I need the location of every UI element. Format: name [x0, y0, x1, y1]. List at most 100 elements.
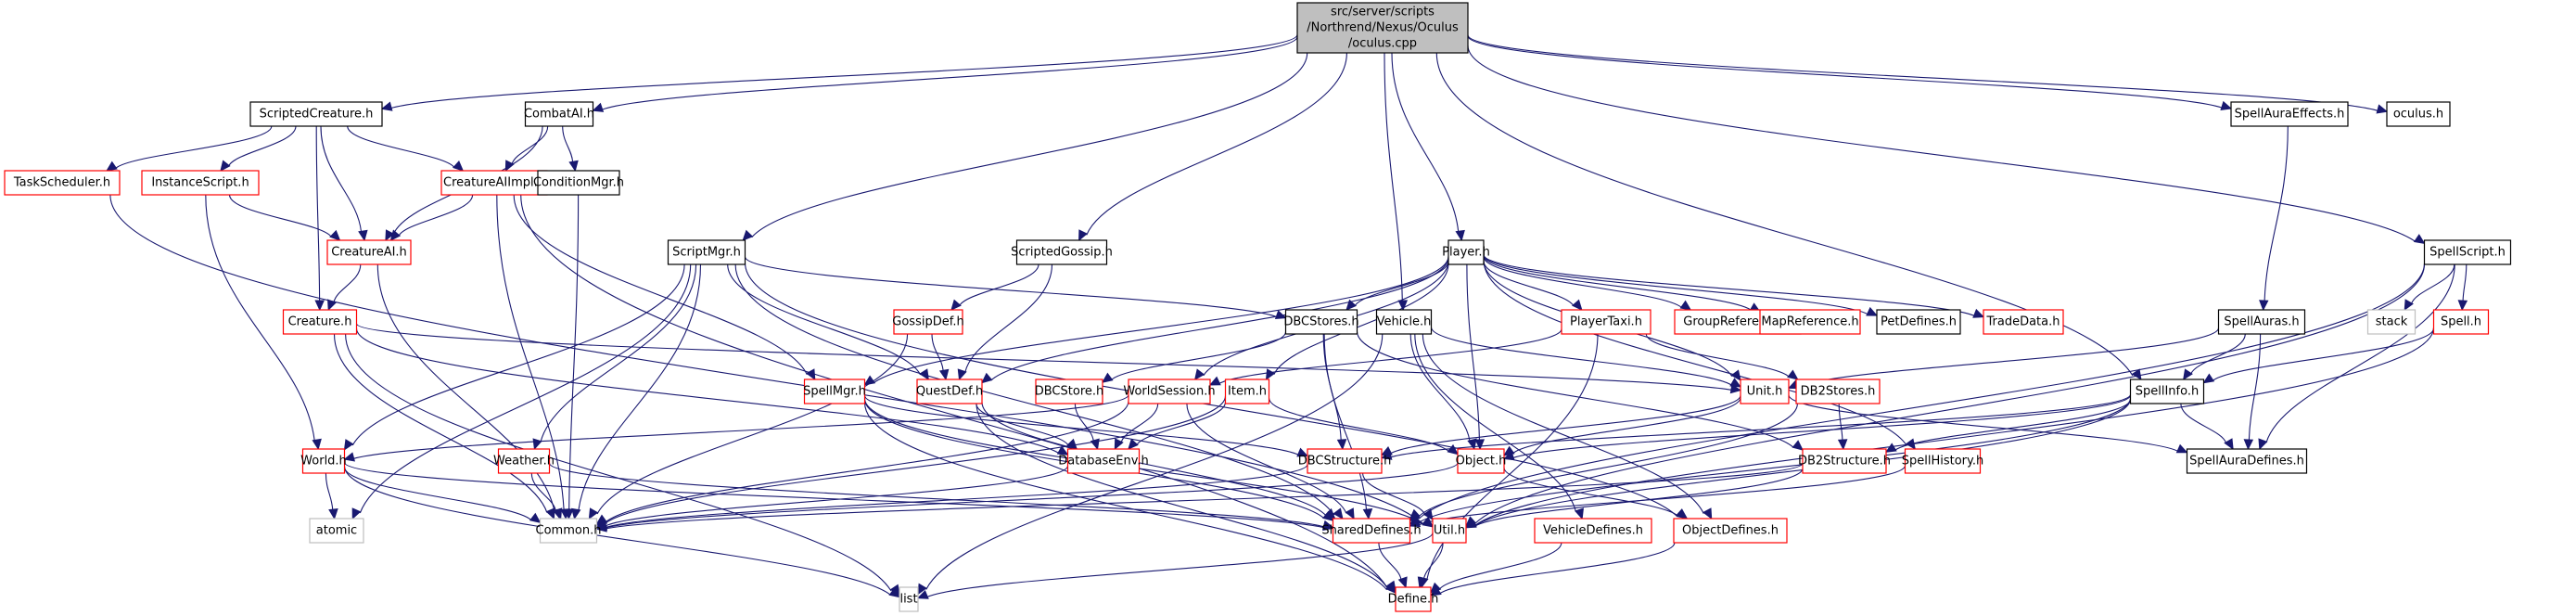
- edge-world-to-list: [343, 466, 900, 598]
- arrowhead-icon: [358, 229, 368, 242]
- node-creatureai-h[interactable]: CreatureAI.h: [326, 239, 412, 265]
- node-taskscheduler-h[interactable]: TaskScheduler.h: [4, 170, 121, 196]
- node-define-h[interactable]: Define.h: [1388, 586, 1439, 612]
- node-db2structure-h[interactable]: DB2Structure.h: [1798, 448, 1891, 474]
- edge-line: [873, 256, 1449, 384]
- edge-line: [1645, 333, 1790, 378]
- edge-line: [1390, 393, 2132, 458]
- node-src-server-scripts-northrend-nexus-oculus-oculus-cpp[interactable]: src/server/scripts/Northrend/Nexus/Oculu…: [1296, 2, 1469, 54]
- node-spellinfo-h[interactable]: SpellInfo.h: [2129, 379, 2205, 404]
- node-creatureaiimpl-h[interactable]: CreatureAIImpl.h: [440, 170, 548, 196]
- node-conditionmgr-h[interactable]: ConditionMgr.h: [533, 170, 624, 196]
- edge-scriptmgr-to-common: [571, 263, 702, 520]
- node-petdefines-h[interactable]: PetDefines.h: [1876, 309, 1961, 335]
- node-player-h[interactable]: Player.h: [1442, 239, 1490, 265]
- arrowhead-icon: [1729, 383, 1742, 394]
- arrowhead-icon: [1575, 507, 1584, 520]
- node-combatai-h[interactable]: CombatAI.h: [524, 101, 594, 127]
- node-db2stores-h[interactable]: DB2Stores.h: [1795, 379, 1881, 404]
- node-shareddefines-h[interactable]: SharedDefines.h: [1321, 518, 1422, 544]
- edge-line: [1483, 254, 1975, 316]
- edge-gossipdef-to-questdef: [931, 333, 950, 381]
- node-spellauras-h[interactable]: SpellAuras.h: [2217, 309, 2306, 335]
- node-stack[interactable]: stack: [2366, 309, 2417, 335]
- edge-oculus-cpp-to-spellscript: [1467, 45, 2426, 245]
- node-vehicledefines-h[interactable]: VehicleDefines.h: [1534, 518, 1652, 544]
- edge-conditionmgr-to-common: [564, 194, 580, 520]
- node-dbcstore-h[interactable]: DBCStore.h: [1035, 379, 1104, 404]
- node-creature-h[interactable]: Creature.h: [282, 309, 358, 335]
- edge-line: [1467, 45, 2417, 242]
- node-worldsession-h[interactable]: WorldSession.h: [1123, 379, 1216, 404]
- edge-spellinfo-to-dbcstructure: [1380, 393, 2132, 460]
- node-tradedata-h[interactable]: TradeData.h: [1983, 309, 2064, 335]
- node-scriptedgossip-h[interactable]: ScriptedGossip.h: [1011, 239, 1113, 265]
- node-vehicle-h[interactable]: Vehicle.h: [1375, 309, 1433, 335]
- node-spellhistory-h[interactable]: SpellHistory.h: [1902, 448, 1984, 474]
- node-box: [1983, 309, 2064, 335]
- edge-world-to-atomic: [325, 472, 338, 520]
- edge-line: [1483, 261, 1575, 306]
- node-box: [2386, 101, 2451, 127]
- node-box: [524, 101, 594, 127]
- node-common-h[interactable]: Common.h: [536, 518, 602, 544]
- node-label: /Northrend/Nexus/Oculus: [1307, 21, 1459, 35]
- node-label: ScriptedGossip.h: [1011, 246, 1113, 260]
- node-spellmgr-h[interactable]: SpellMgr.h: [803, 379, 866, 404]
- edge-line: [345, 333, 892, 592]
- arrowhead-icon: [1362, 508, 1373, 520]
- node-unit-h[interactable]: Unit.h: [1740, 379, 1790, 404]
- node-label: CreatureAIImpl.h: [443, 176, 545, 190]
- node-mapreference-h[interactable]: MapReference.h: [1759, 309, 1861, 335]
- node-dbcstores-h[interactable]: DBCStores.h: [1283, 309, 1359, 335]
- node-atomic[interactable]: atomic: [309, 518, 364, 544]
- node-instancescript-h[interactable]: InstanceScript.h: [141, 170, 260, 196]
- edge-line: [2264, 125, 2289, 302]
- node-spellauraeffects-h[interactable]: SpellAuraEffects.h: [2230, 101, 2349, 127]
- node-list[interactable]: list: [899, 586, 919, 612]
- arrowhead-icon: [1345, 299, 1358, 311]
- node-objectdefines-h[interactable]: ObjectDefines.h: [1673, 518, 1788, 544]
- node-scriptmgr-h[interactable]: ScriptMgr.h: [667, 239, 746, 265]
- edge-dbcstores-to-db2structure: [1356, 331, 1804, 451]
- edge-line: [744, 256, 1277, 318]
- node-world-h[interactable]: World.h: [300, 448, 347, 474]
- node-label: Item.h: [1228, 385, 1267, 399]
- node-box: [2129, 379, 2205, 404]
- edge-scriptedcreature-to-taskscheduler: [106, 125, 273, 172]
- node-box: [1795, 379, 1881, 404]
- edge-line: [2462, 263, 2468, 302]
- edge-unit-to-dbcstructure: [1380, 395, 1741, 456]
- arrowhead-icon: [1208, 376, 1221, 386]
- arrowhead-icon: [1702, 507, 1713, 520]
- node-databaseenv-h[interactable]: DatabaseEnv.h: [1058, 448, 1149, 474]
- node-questdef-h[interactable]: QuestDef.h: [916, 379, 983, 404]
- node-object-h[interactable]: Object.h: [1456, 448, 1507, 474]
- arrowhead-icon: [1296, 447, 1309, 457]
- node-box: [1128, 379, 1211, 404]
- arrowhead-icon: [2224, 438, 2234, 451]
- node-spellscript-h[interactable]: SpellScript.h: [2423, 239, 2512, 265]
- edge-line: [605, 395, 1227, 524]
- node-gossipdef-h[interactable]: GossipDef.h: [892, 309, 964, 335]
- node-label: SpellHistory.h: [1902, 455, 1984, 468]
- edge-oculus-cpp-to-combatai: [592, 36, 1298, 112]
- node-weather-h[interactable]: Weather.h: [493, 448, 555, 474]
- edge-creature-to-unit: [355, 323, 1742, 394]
- node-playertaxi-h[interactable]: PlayerTaxi.h: [1561, 309, 1651, 335]
- node-util-h[interactable]: Util.h: [1432, 518, 1467, 544]
- edge-scriptedgossip-to-questdef: [957, 263, 1053, 381]
- edge-spellinfo-to-spellauradefines: [2180, 403, 2234, 451]
- node-spell-h[interactable]: Spell.h: [2432, 309, 2490, 335]
- node-dbcstructure-h[interactable]: DBCStructure.h: [1298, 448, 1392, 474]
- arrowhead-icon: [1409, 518, 1422, 528]
- node-scriptedcreature-h[interactable]: ScriptedCreature.h: [249, 101, 383, 127]
- arrowhead-icon: [1128, 438, 1139, 450]
- edge-player-to-playertaxi: [1483, 261, 1583, 311]
- node-spellauradefines-h[interactable]: SpellAuraDefines.h: [2186, 448, 2308, 474]
- arrowhead-icon: [742, 229, 754, 241]
- edge-line: [1273, 263, 1449, 375]
- node-oculus-h[interactable]: oculus.h: [2386, 101, 2451, 127]
- arrowhead-icon: [1679, 300, 1692, 311]
- node-item-h[interactable]: Item.h: [1224, 379, 1270, 404]
